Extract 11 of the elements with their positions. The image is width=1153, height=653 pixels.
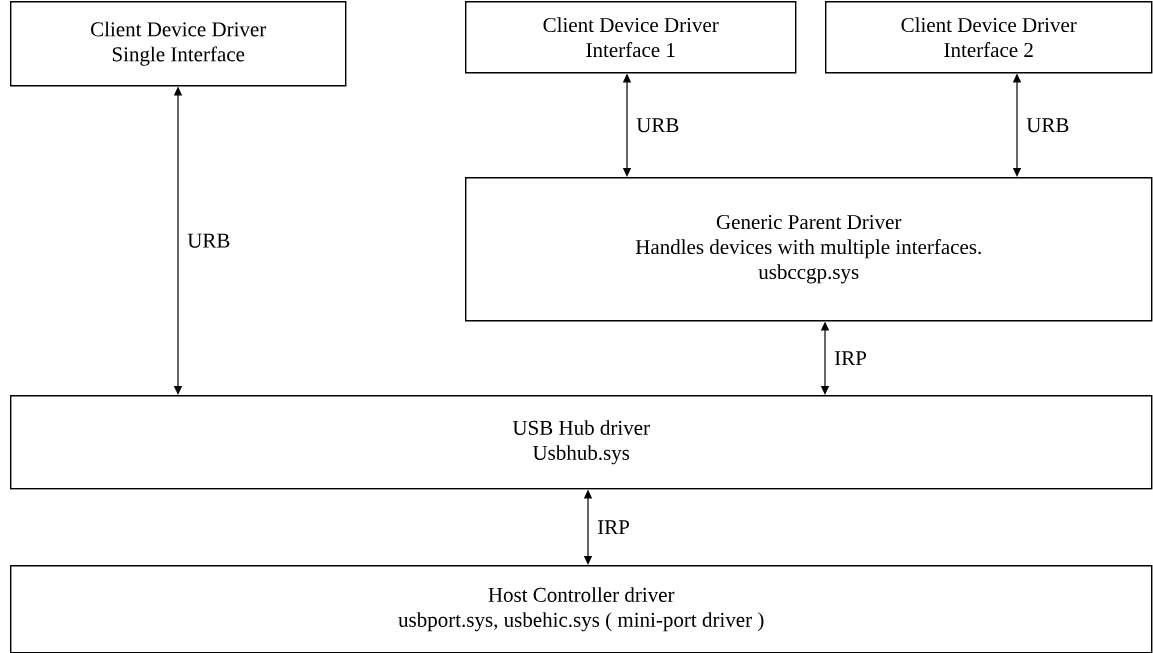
driver-box: Client Device Driver Single Interface (10, 1, 347, 87)
driver-box: USB Hub driver Usbhub.sys (10, 395, 1153, 490)
driver-box: Client Device Driver Interface 2 (825, 1, 1153, 74)
edge-label: URB (1026, 118, 1069, 133)
edge-label: IRP (834, 351, 867, 366)
edge-label: URB (187, 233, 230, 248)
driver-box: Client Device Driver Interface 1 (465, 1, 797, 74)
edge-label: IRP (597, 520, 630, 535)
driver-box: Host Controller driver usbport.sys, usbehic.sys ( mini-port driver ) (10, 565, 1153, 653)
edge-label: URB (636, 118, 679, 133)
driver-box: Generic Parent Driver Handles devices with multiple interfaces. usbccgp.sys (465, 177, 1153, 322)
